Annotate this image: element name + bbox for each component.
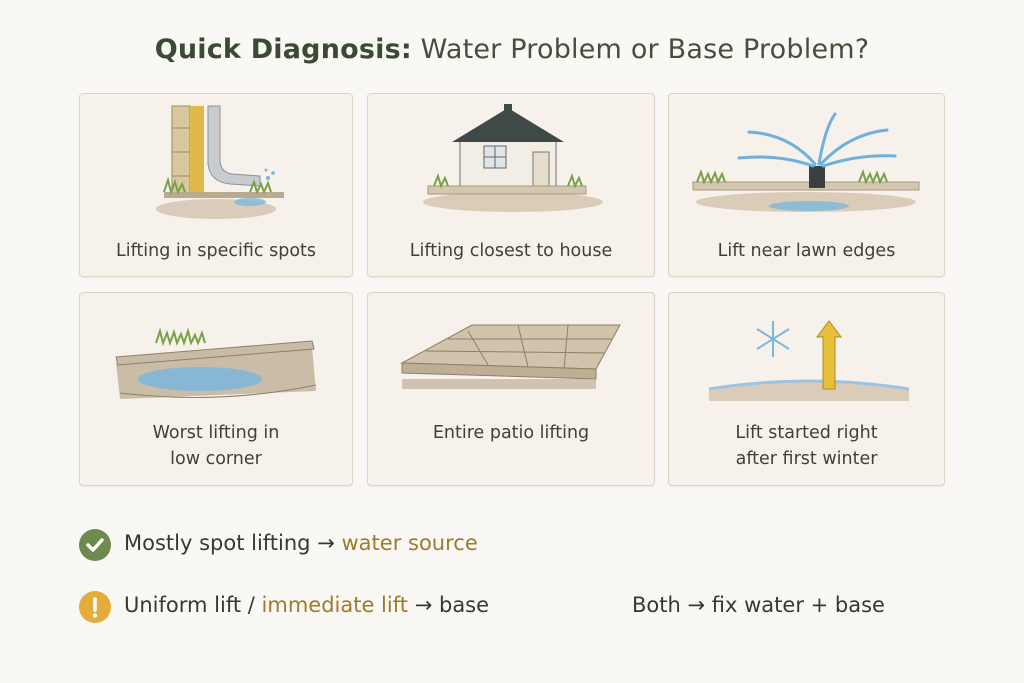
page-title: Quick Diagnosis: Water Problem or Base P…: [0, 34, 1024, 65]
arrow-up-icon: [816, 320, 842, 390]
legend-arrow: →: [317, 531, 335, 555]
legend-base: base: [438, 593, 490, 617]
legend-spot-text: Mostly spot lifting: [124, 531, 311, 555]
card-label-line1: Worst lifting in: [152, 423, 280, 443]
card-label: Lifting closest to house: [409, 241, 613, 261]
card-low-corner: Worst lifting in low corner: [79, 292, 353, 486]
legend-uniform-lift: Uniform lift / immediate lift → base: [124, 593, 489, 617]
title-rest: Water Problem or Base Problem?: [420, 34, 870, 65]
card-specific-spots: Lifting in specific spots: [79, 93, 353, 277]
legend-both: Both → fix water + base: [632, 593, 885, 617]
check-icon: [79, 529, 111, 561]
snowflake-icon: [756, 321, 790, 357]
legend-uniform-text: Uniform lift /: [124, 593, 255, 617]
card-label-line2: after first winter: [735, 449, 878, 469]
card-closest-house: Lifting closest to house: [367, 93, 655, 277]
card-first-winter: Lift started right after first winter: [668, 292, 945, 486]
legend-immediate-lift: immediate lift: [261, 593, 408, 617]
legend-water-source: water source: [341, 531, 478, 555]
sprinkler-illustration: [692, 112, 920, 212]
house-illustration: [423, 104, 603, 212]
card-label-line1: Lift started right: [735, 423, 878, 443]
card-label-line2: low corner: [170, 449, 262, 469]
card-label: Lift near lawn edges: [717, 241, 896, 261]
downspout-illustration: [156, 105, 284, 219]
legend-both-text: Both: [632, 593, 681, 617]
title-bold: Quick Diagnosis:: [154, 34, 412, 65]
card-label: Lifting in specific spots: [115, 241, 317, 261]
frost-heave-illustration: [708, 320, 910, 401]
legend-fix-text: fix water + base: [711, 593, 885, 617]
card-lawn-edges: Lift near lawn edges: [668, 93, 945, 277]
legend-arrow: →: [414, 593, 433, 617]
exclamation-icon: [79, 591, 111, 623]
legend-spot-lifting: Mostly spot lifting → water source: [124, 531, 478, 555]
card-label: Entire patio lifting: [432, 423, 590, 443]
low-corner-illustration: [115, 327, 317, 399]
card-entire-patio: Entire patio lifting: [367, 292, 655, 486]
patio-illustration: [400, 324, 621, 389]
legend-arrow: →: [687, 593, 706, 617]
